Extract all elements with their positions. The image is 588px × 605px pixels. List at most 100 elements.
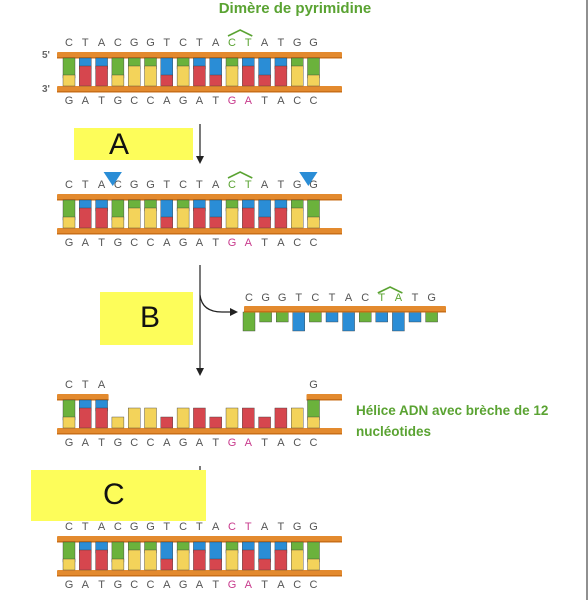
- repaired-bottom-backbone: [57, 570, 342, 576]
- bottom-base: [111, 216, 125, 229]
- repaired-bottom-letter: G: [65, 579, 74, 591]
- repaired-bottom-letter: G: [228, 579, 237, 591]
- gapped-bottom-base: [144, 407, 157, 429]
- bottom-base-letter: G: [179, 237, 188, 249]
- bottom-base: [79, 65, 92, 87]
- gapped-bottom-letter: A: [196, 437, 204, 449]
- gapped-bottom-base: [79, 407, 92, 429]
- gapped-bottom-letter: A: [277, 437, 285, 449]
- repaired-bottom-base: [160, 558, 174, 571]
- excised-base-letter: G: [261, 292, 270, 304]
- bottom-base-letter: G: [114, 95, 123, 107]
- repaired-bottom-letter: T: [212, 579, 219, 591]
- repaired-bottom-letter: A: [163, 579, 171, 591]
- excised-base-letter: T: [295, 292, 302, 304]
- repaired-bottom-letter: C: [130, 579, 138, 591]
- bottom-base-letter: A: [196, 237, 204, 249]
- gapped-bottom-base: [225, 407, 239, 429]
- bottom-base-letter: T: [212, 237, 219, 249]
- step-b-arrowhead: [196, 368, 204, 376]
- bottom-base-letter: C: [293, 95, 301, 107]
- repaired-bottom-base: [79, 549, 92, 571]
- gapped-top-backbone-right: [306, 394, 342, 400]
- repaired-bottom-base: [127, 549, 141, 571]
- gapped-bottom-base: [127, 407, 141, 429]
- top-base-letter: T: [82, 179, 89, 191]
- top-base-letter: T: [196, 37, 203, 49]
- step-a-arrowhead: [196, 156, 204, 164]
- repaired-bottom-base: [274, 549, 288, 571]
- top-base-letter: T: [245, 179, 252, 191]
- bottom-base: [307, 74, 320, 87]
- excision-branch: [199, 294, 232, 313]
- top-base-letter: T: [278, 179, 285, 191]
- excised-base-letter: T: [412, 292, 419, 304]
- excised-base: [309, 311, 322, 323]
- gapped-bottom-letter: C: [310, 437, 318, 449]
- incision-marker-left: [103, 172, 122, 186]
- gapped-bottom-base: [307, 416, 320, 429]
- excised-base: [259, 311, 272, 323]
- gapped-bottom-letter: A: [82, 437, 90, 449]
- gapped-bottom-letter: C: [130, 437, 138, 449]
- excised-base-letter: C: [361, 292, 369, 304]
- bottom-base: [258, 74, 271, 87]
- gapped-bottom-base: [242, 407, 255, 429]
- repaired-bottom-letter: A: [196, 579, 204, 591]
- gapped-bottom-base: [160, 416, 174, 429]
- excised-backbone: [244, 306, 446, 312]
- top-base-letter: C: [65, 179, 73, 191]
- excised-base: [425, 311, 438, 323]
- repaired-top-letter: G: [293, 521, 302, 533]
- repaired-bottom-base: [144, 549, 157, 571]
- excised-base: [342, 311, 355, 332]
- bottom-base-letter: A: [277, 95, 285, 107]
- top-base-letter: A: [212, 179, 220, 191]
- bottom-base: [62, 216, 76, 229]
- top-base-letter: A: [98, 179, 106, 191]
- bottom-base: [274, 207, 288, 229]
- top-base-letter: T: [196, 179, 203, 191]
- top-backbone-edge: [57, 57, 342, 59]
- bottom-base-letter: A: [163, 237, 171, 249]
- step-c-highlight: C: [31, 470, 206, 521]
- excised-backbone-edge: [244, 311, 446, 313]
- repaired-bottom-base: [242, 549, 255, 571]
- bottom-base-letter: A: [82, 237, 90, 249]
- repaired-bottom-base: [225, 549, 239, 571]
- repaired-bottom-letter: C: [310, 579, 318, 591]
- bottom-base-letter: C: [147, 95, 155, 107]
- top-base-letter: T: [278, 37, 285, 49]
- excised-base-letter: T: [378, 292, 385, 304]
- bottom-base: [209, 74, 222, 87]
- repaired-top-letter: G: [309, 521, 318, 533]
- gapped-bottom-base: [209, 416, 222, 429]
- bottom-base: [176, 65, 190, 87]
- repaired-bottom-backbone-edge: [57, 575, 342, 577]
- repaired-top-letter: C: [179, 521, 187, 533]
- excised-base-letter: G: [427, 292, 436, 304]
- dimer-bond: [227, 29, 253, 37]
- top-base-letter: C: [228, 37, 236, 49]
- gapped-bottom-backbone: [57, 428, 342, 434]
- bottom-base: [160, 74, 174, 87]
- repaired-top-letter: T: [278, 521, 285, 533]
- repaired-bottom-letter: C: [147, 579, 155, 591]
- top-base-letter: G: [130, 37, 139, 49]
- excised-base: [359, 311, 372, 323]
- repaired-top-letter: T: [245, 521, 252, 533]
- gapped-bottom-base: [258, 416, 271, 429]
- top-backbone: [57, 52, 342, 58]
- gapped-bottom-base: [95, 407, 108, 429]
- gapped-top-backbone-right-edge: [306, 399, 342, 401]
- excised-base-letter: A: [395, 292, 403, 304]
- top-base-letter: G: [146, 179, 155, 191]
- repaired-bottom-base: [62, 558, 76, 571]
- bottom-base: [242, 65, 255, 87]
- top-base-letter: A: [261, 37, 269, 49]
- dimer-bond: [227, 171, 253, 179]
- excised-base-letter: A: [345, 292, 353, 304]
- repaired-bottom-base: [209, 558, 222, 571]
- top-base-letter: C: [179, 37, 187, 49]
- gapped-bottom-letter: T: [98, 437, 105, 449]
